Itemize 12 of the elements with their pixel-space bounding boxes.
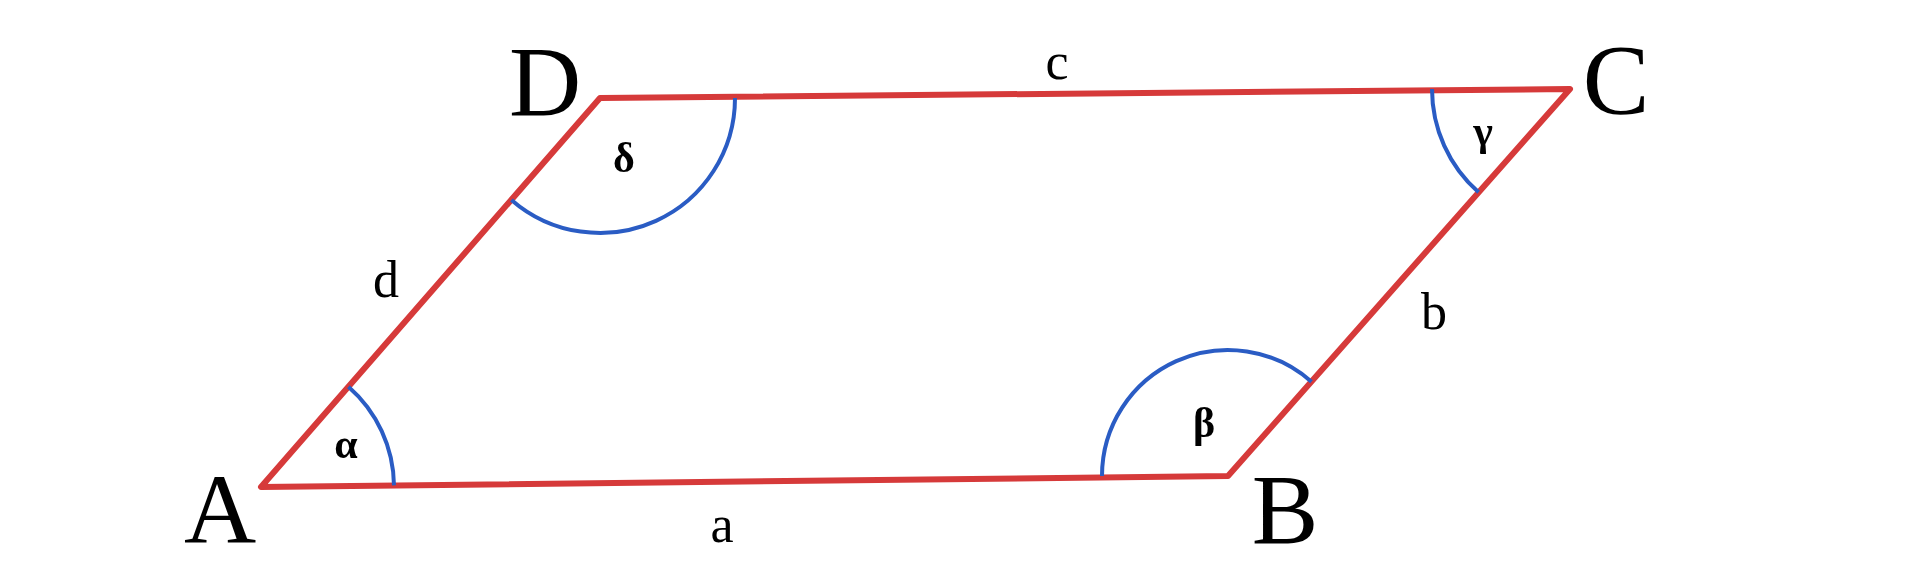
geometry-label: δ xyxy=(613,137,635,179)
geometry-label: α xyxy=(334,423,358,465)
geometry-label: d xyxy=(373,254,399,306)
geometry-label: a xyxy=(710,499,734,551)
geometry-label: A xyxy=(183,460,257,560)
geometry-label: C xyxy=(1582,30,1650,130)
geometry-label: D xyxy=(508,32,582,132)
geometry-label: c xyxy=(1045,36,1069,88)
geometry-label: β xyxy=(1192,402,1216,444)
geometry-label: B xyxy=(1251,460,1319,560)
geometry-label: b xyxy=(1421,286,1447,338)
geometry-label: γ xyxy=(1473,110,1493,152)
